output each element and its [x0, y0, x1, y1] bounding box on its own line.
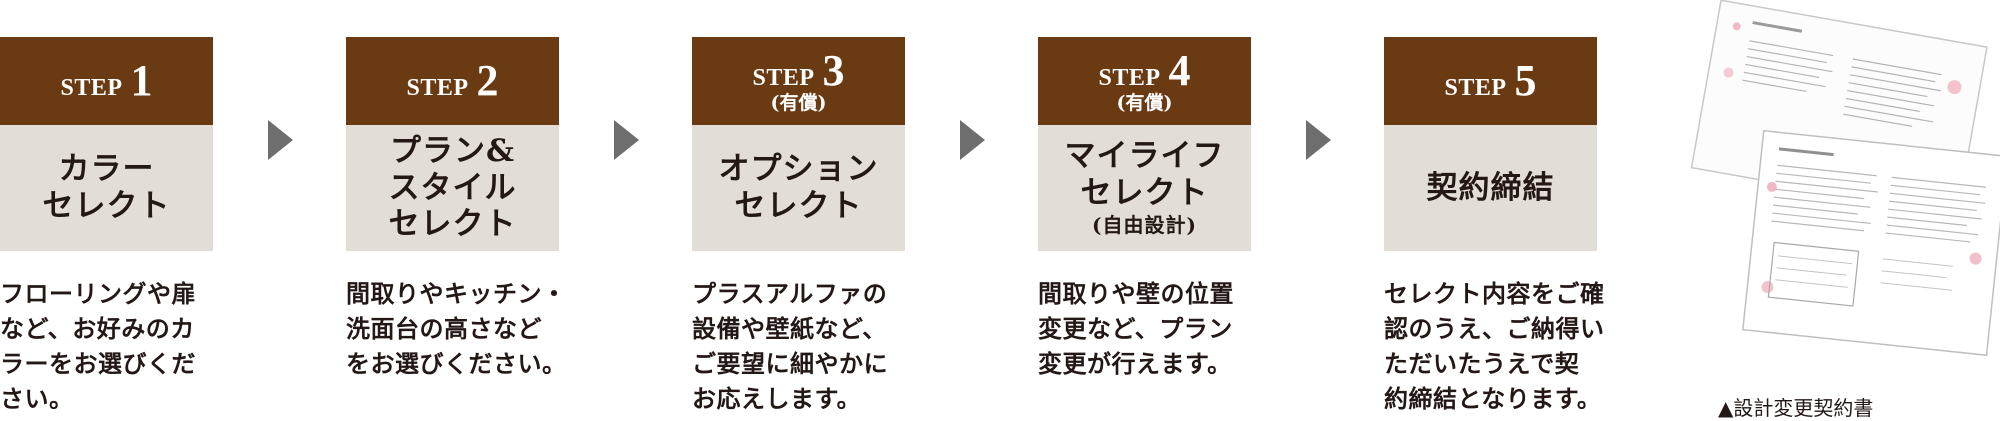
step-3-paid-label: (有償): [770, 92, 827, 114]
arrow-right-icon: [960, 120, 985, 160]
desc-line: ラーをお選びくだ: [0, 349, 196, 378]
desc-line: をお選びください。: [346, 349, 567, 378]
step-5-header: STEP 5: [1384, 37, 1597, 125]
step-3-body: オプション セレクト: [692, 125, 905, 251]
step-5-title-line: 契約締結: [1426, 169, 1555, 206]
desc-line: ご要望に細やかに: [692, 349, 888, 378]
desc-line: フローリングや扉: [0, 279, 196, 308]
step-4-paid-label: (有償): [1116, 92, 1173, 114]
desc-line: セレクト内容をご確: [1384, 279, 1605, 308]
step-4-word: STEP: [1098, 65, 1161, 91]
desc-line: 間取りや壁の位置: [1038, 279, 1234, 308]
document-sheet-front: [1742, 129, 2000, 357]
step-4-description: 間取りや壁の位置 変更など、プラン 変更が行えます。: [1038, 276, 1278, 381]
step-1-title-line: カラー: [58, 151, 155, 188]
step-2-header: STEP 2: [346, 37, 559, 125]
desc-line: など、お好みのカ: [0, 314, 195, 343]
step-2-number: 2: [476, 56, 499, 105]
step-3-title-line: セレクト: [734, 188, 863, 224]
step-4-title-line: セレクト: [1080, 175, 1209, 211]
step-1-description: フローリングや扉 など、お好みのカ ラーをお選びくだ さい。: [0, 276, 240, 416]
desc-line: ただいたうえで契: [1384, 349, 1580, 378]
step-1-box: STEP 1 カラー セレクト: [0, 37, 213, 251]
step-4-box: STEP 4 (有償) マイライフ セレクト (自由設計): [1038, 37, 1251, 251]
desc-line: プラスアルファの: [692, 279, 888, 308]
step-2-description: 間取りやキッチン・ 洗面台の高さなど をお選びください。: [346, 276, 586, 381]
step-1-header: STEP 1: [0, 37, 213, 125]
step-3-header: STEP 3 (有償): [692, 37, 905, 125]
step-5-word: STEP: [1444, 75, 1507, 101]
step-2-word: STEP: [406, 75, 469, 101]
step-4-number: 4: [1168, 46, 1191, 95]
step-1-word: STEP: [60, 75, 123, 101]
photo-caption: ▲設計変更契約書: [1718, 396, 1874, 420]
step-3-title-line: オプション: [718, 151, 879, 188]
arrow-right-icon: [268, 120, 293, 160]
contract-documents-image: [1690, 0, 2000, 357]
step-4-title-line: マイライフ: [1064, 138, 1225, 175]
desc-line: 約締結となります。: [1384, 384, 1602, 413]
step-1-title-line: セレクト: [42, 188, 171, 224]
step-2-title-line: プラン&: [390, 133, 515, 170]
desc-line: さい。: [0, 384, 74, 413]
step-2-title-line: セレクト: [388, 206, 517, 243]
step-4-body: マイライフ セレクト (自由設計): [1038, 125, 1251, 251]
arrow-right-icon: [1306, 120, 1331, 160]
desc-line: 認のうえ、ご納得い: [1384, 314, 1605, 343]
step-4-header: STEP 4 (有償): [1038, 37, 1251, 125]
step-3-number: 3: [822, 46, 845, 95]
step-4-title-note: (自由設計): [1092, 212, 1197, 237]
desc-line: お応えします。: [692, 384, 862, 413]
step-5-description: セレクト内容をご確 認のうえ、ご納得い ただいたうえで契 約締結となります。: [1384, 276, 1624, 416]
desc-line: 変更など、プラン: [1038, 314, 1233, 343]
desc-line: 間取りやキッチン・: [346, 279, 567, 308]
step-1-body: カラー セレクト: [0, 125, 213, 251]
arrow-right-icon: [614, 120, 639, 160]
step-3-word: STEP: [752, 65, 815, 91]
step-5-number: 5: [1514, 56, 1537, 105]
step-2-title-line: スタイル: [388, 169, 517, 206]
step-1-number: 1: [130, 56, 153, 105]
desc-line: 変更が行えます。: [1038, 349, 1232, 378]
step-2-body: プラン& スタイル セレクト: [346, 125, 559, 251]
desc-line: 洗面台の高さなど: [346, 314, 542, 343]
step-3-description: プラスアルファの 設備や壁紙など、 ご要望に細やかに お応えします。: [692, 276, 932, 416]
step-3-box: STEP 3 (有償) オプション セレクト: [692, 37, 905, 251]
step-5-box: STEP 5 契約締結: [1384, 37, 1597, 251]
desc-line: 設備や壁紙など、: [692, 314, 887, 343]
step-2-box: STEP 2 プラン& スタイル セレクト: [346, 37, 559, 251]
step-5-body: 契約締結: [1384, 125, 1597, 251]
